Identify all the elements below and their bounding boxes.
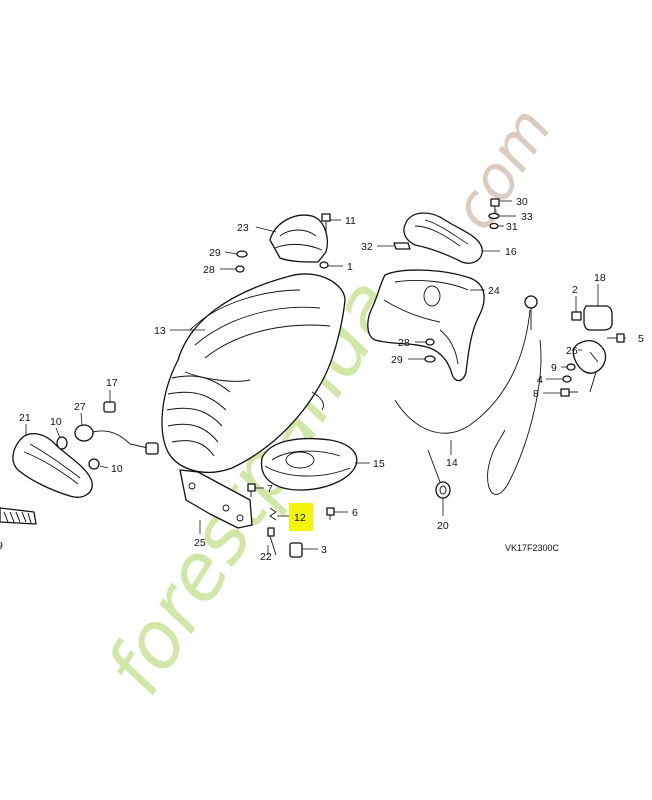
callout-4: 4 bbox=[537, 374, 543, 386]
collar-3 bbox=[289, 542, 303, 558]
inner-cover-24 bbox=[367, 269, 485, 382]
callout-17: 17 bbox=[106, 377, 118, 389]
callout-10b: 10 bbox=[111, 463, 123, 475]
bulb-10a bbox=[56, 436, 68, 450]
callout-28a: 28 bbox=[203, 264, 215, 276]
callout-9-edge: 9 bbox=[0, 540, 3, 552]
callout-10a: 10 bbox=[50, 416, 62, 428]
leader-lines bbox=[25, 200, 626, 555]
bulb-10b bbox=[88, 458, 100, 470]
callout-15: 15 bbox=[373, 458, 385, 470]
callout-7: 7 bbox=[267, 483, 273, 495]
callout-3: 3 bbox=[321, 544, 327, 556]
screw-30 bbox=[490, 198, 500, 214]
callout-9: 9 bbox=[551, 362, 557, 374]
cap-23 bbox=[269, 214, 328, 263]
callout-31: 31 bbox=[506, 221, 518, 233]
nut-28b bbox=[425, 338, 435, 346]
nut-2 bbox=[571, 311, 582, 321]
callout-2: 2 bbox=[572, 284, 578, 296]
grommet-31 bbox=[489, 222, 499, 230]
clip-12 bbox=[269, 507, 277, 521]
washer-29b bbox=[424, 355, 436, 363]
callout-14: 14 bbox=[446, 457, 458, 469]
callout-8: 8 bbox=[533, 388, 539, 400]
front-cover-13 bbox=[161, 273, 346, 473]
callout-16: 16 bbox=[505, 246, 517, 258]
callout-29a: 29 bbox=[209, 247, 221, 259]
diagram-code: VK17F2300C bbox=[505, 543, 560, 553]
callout-21: 21 bbox=[19, 412, 31, 424]
washer-33 bbox=[488, 212, 500, 220]
bolt-6 bbox=[326, 507, 335, 520]
callout-12: 12 bbox=[294, 512, 306, 524]
holder-26 bbox=[572, 339, 607, 393]
callout-23: 23 bbox=[237, 222, 249, 234]
callout-22: 22 bbox=[260, 551, 272, 563]
socket-27 bbox=[74, 424, 159, 455]
bolt-11 bbox=[321, 213, 331, 232]
callout-13: 13 bbox=[154, 325, 166, 337]
callout-28b: 28 bbox=[398, 337, 410, 349]
callout-1: 1 bbox=[347, 261, 353, 273]
callout-33: 33 bbox=[521, 211, 533, 223]
highlight-callout-12 bbox=[289, 503, 313, 531]
callout-18: 18 bbox=[594, 272, 606, 284]
bracket-25 bbox=[179, 469, 253, 529]
nut-28a bbox=[235, 265, 245, 273]
bolt-8 bbox=[560, 388, 578, 397]
callout-25: 25 bbox=[194, 537, 206, 549]
nut-9 bbox=[566, 363, 576, 371]
nut-4 bbox=[562, 375, 572, 383]
pin-22 bbox=[267, 527, 277, 556]
callout-11: 11 bbox=[345, 215, 356, 227]
clip-17 bbox=[103, 401, 116, 413]
lens-edge bbox=[0, 507, 37, 525]
callout-20: 20 bbox=[437, 520, 449, 532]
callout-24: 24 bbox=[488, 285, 500, 297]
bolt-7 bbox=[247, 483, 256, 497]
washer-29a bbox=[236, 250, 248, 258]
clip-32 bbox=[393, 242, 411, 250]
callout-32: 32 bbox=[361, 241, 373, 253]
callout-29b: 29 bbox=[391, 354, 403, 366]
callout-27: 27 bbox=[74, 401, 86, 413]
bolt-5 bbox=[607, 333, 625, 343]
callout-26: 26 bbox=[566, 345, 578, 357]
tray-15 bbox=[260, 437, 358, 491]
callout-5: 5 bbox=[638, 333, 644, 345]
panel-16 bbox=[403, 212, 483, 264]
callout-labels: 23 11 1 29 28 13 32 16 30 33 31 24 28 29… bbox=[0, 196, 644, 563]
bracket-18 bbox=[583, 305, 613, 331]
callout-30: 30 bbox=[516, 196, 528, 208]
cable-14 bbox=[394, 295, 542, 495]
callout-6: 6 bbox=[352, 507, 358, 519]
light-bracket-21 bbox=[12, 433, 93, 498]
nut-1 bbox=[319, 261, 329, 269]
